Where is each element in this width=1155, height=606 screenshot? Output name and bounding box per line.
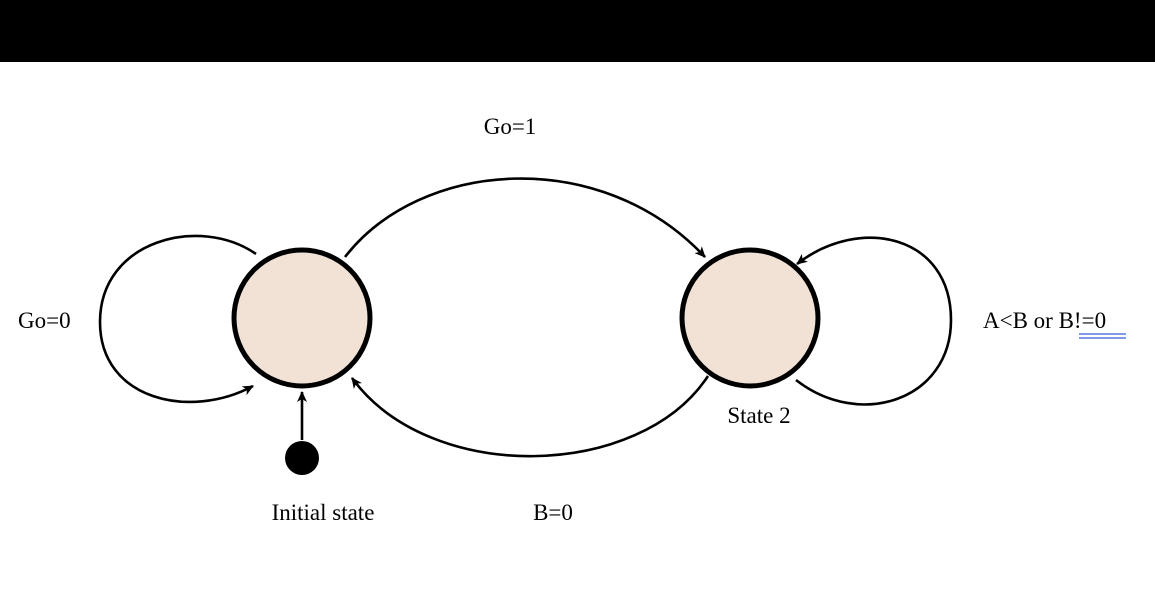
self-loop-right-arrow	[795, 236, 953, 406]
label-right-loop-prefix: A<B or	[983, 308, 1059, 333]
label-go1: Go=1	[484, 114, 537, 139]
label-go0: Go=0	[18, 308, 71, 333]
transition-b0-arrow	[350, 375, 710, 458]
label-right-loop-underlined: B!=0	[1059, 308, 1106, 333]
state-diagram: Go=1 Go=0 B=0 Initial state State 2 A<B …	[18, 114, 1126, 525]
label-state-2: State 2	[727, 403, 790, 428]
state-initial	[231, 247, 373, 389]
transition-go1-arrow	[343, 177, 706, 258]
initial-dot	[285, 441, 319, 475]
label-right-loop: A<B or B!=0	[983, 308, 1106, 333]
label-b0: B=0	[533, 500, 573, 525]
diagram-canvas: Go=1 Go=0 B=0 Initial state State 2 A<B …	[0, 62, 1155, 606]
label-initial-state: Initial state	[272, 500, 375, 525]
state-2	[679, 247, 821, 389]
spellcheck-underline	[1079, 333, 1126, 339]
self-loop-left-arrow	[98, 234, 257, 404]
